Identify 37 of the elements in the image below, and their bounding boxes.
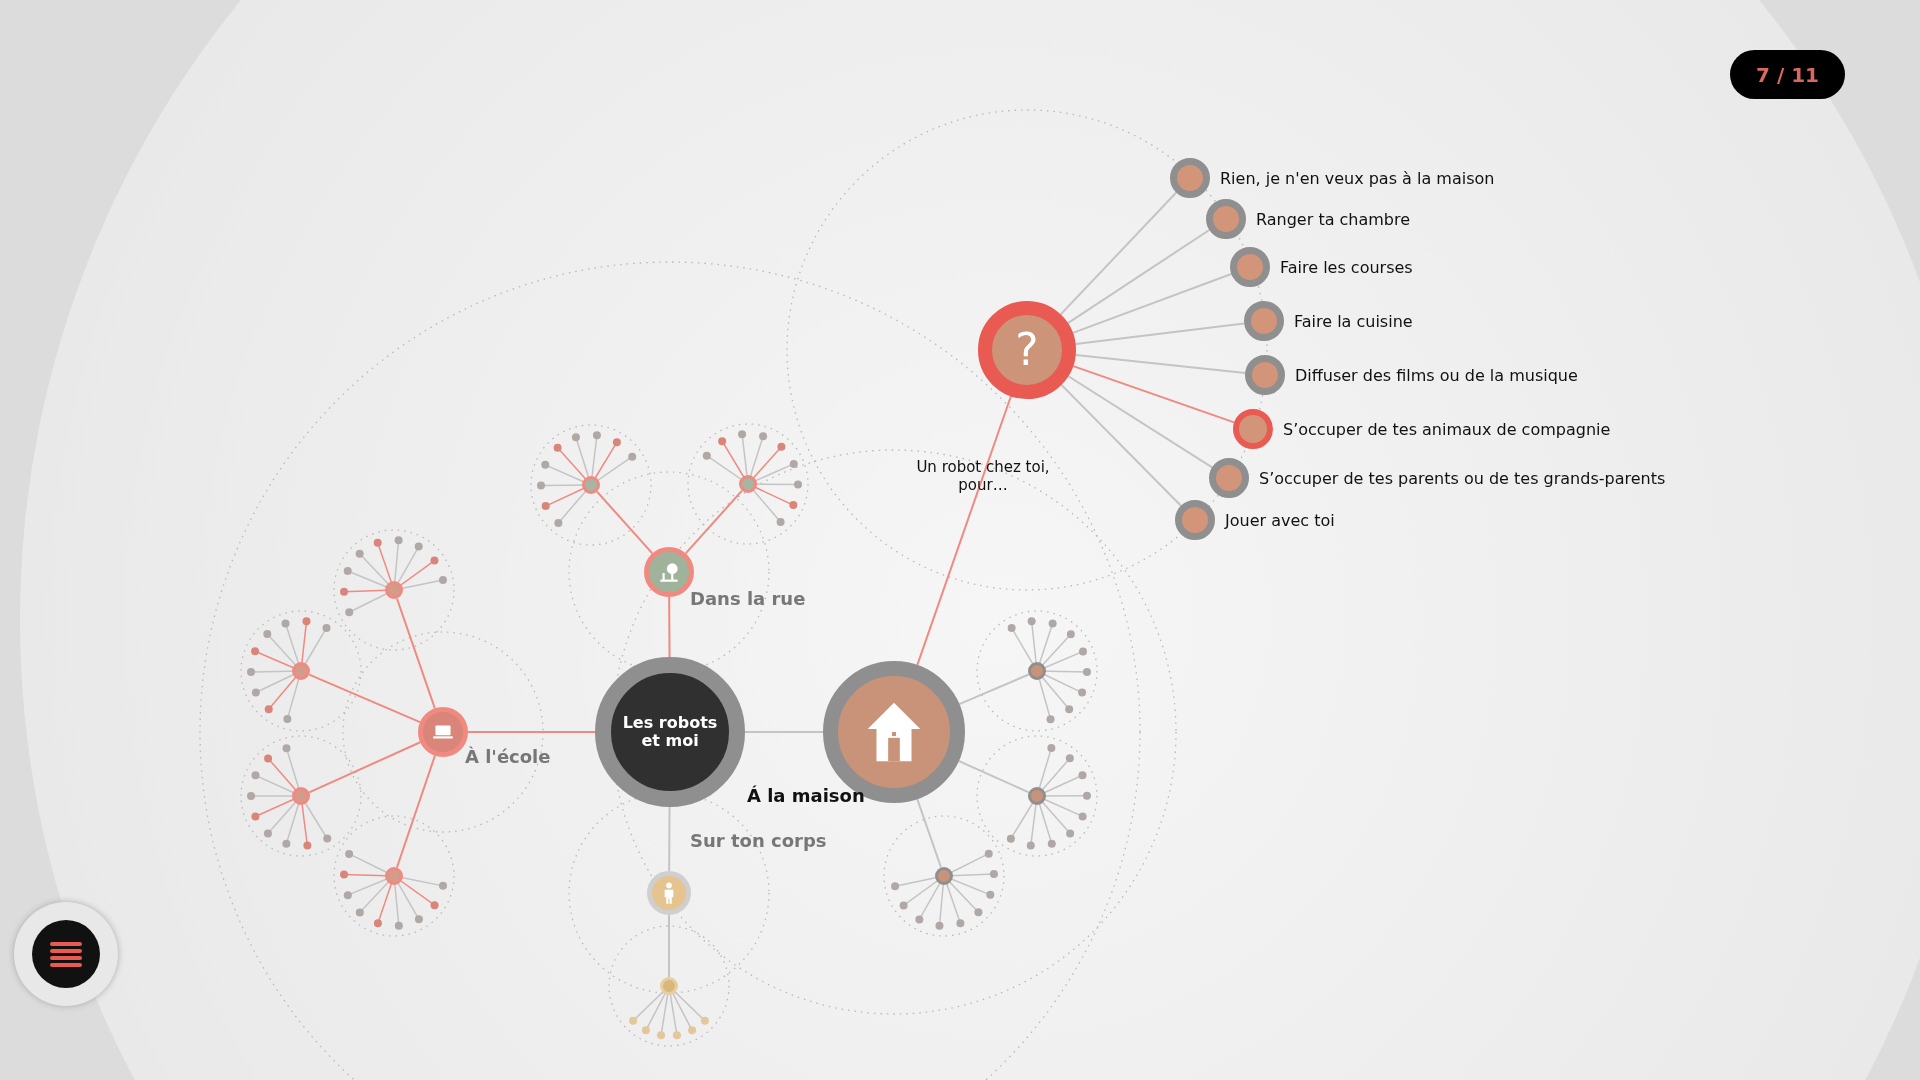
connector-line	[1059, 191, 1178, 316]
option-label: S’occuper de tes animaux de compagnie	[1283, 419, 1611, 439]
connector-line	[1072, 365, 1236, 424]
connector-line	[1071, 273, 1233, 334]
category-label: À l'école	[465, 746, 551, 767]
connector-line	[668, 914, 670, 978]
category-label: Á la maison	[747, 785, 865, 806]
option-label: Diffuser des films ou de la musique	[1295, 365, 1578, 385]
connector-line	[668, 596, 671, 658]
option-label: Jouer avec toi	[1225, 510, 1335, 530]
category-label: Sur ton corps	[690, 830, 827, 851]
connector-line	[957, 760, 1030, 794]
connector-line	[395, 754, 436, 869]
connector-line	[916, 395, 1012, 666]
connector-line	[1066, 229, 1211, 325]
connector-line	[395, 597, 436, 710]
connector-line	[1067, 375, 1214, 469]
center-title: Les robots et moi	[621, 713, 719, 751]
connector-line	[596, 490, 654, 555]
connector-line	[958, 673, 1030, 706]
option-label: S’occuper de tes parents ou de tes grands-parents	[1259, 468, 1666, 488]
page-counter: 7 / 11	[1730, 50, 1845, 99]
option-label: Faire les courses	[1280, 257, 1413, 277]
connector-line	[744, 731, 824, 733]
caption-text: Un robot chez toi, pour…	[915, 458, 1051, 494]
connector-line	[308, 673, 422, 724]
connector-line	[668, 806, 671, 872]
connector-line	[916, 798, 943, 869]
connector-line	[684, 489, 743, 555]
connector-line	[308, 741, 422, 794]
option-label: Rien, je n'en veux pas à la maison	[1220, 168, 1495, 188]
question-mark: ?	[1015, 328, 1039, 372]
category-label: Dans la rue	[690, 588, 806, 609]
option-label: Ranger ta chambre	[1256, 209, 1411, 229]
option-label: Faire la cuisine	[1294, 311, 1413, 331]
connector-line	[467, 731, 596, 733]
connector-line	[1060, 383, 1182, 507]
